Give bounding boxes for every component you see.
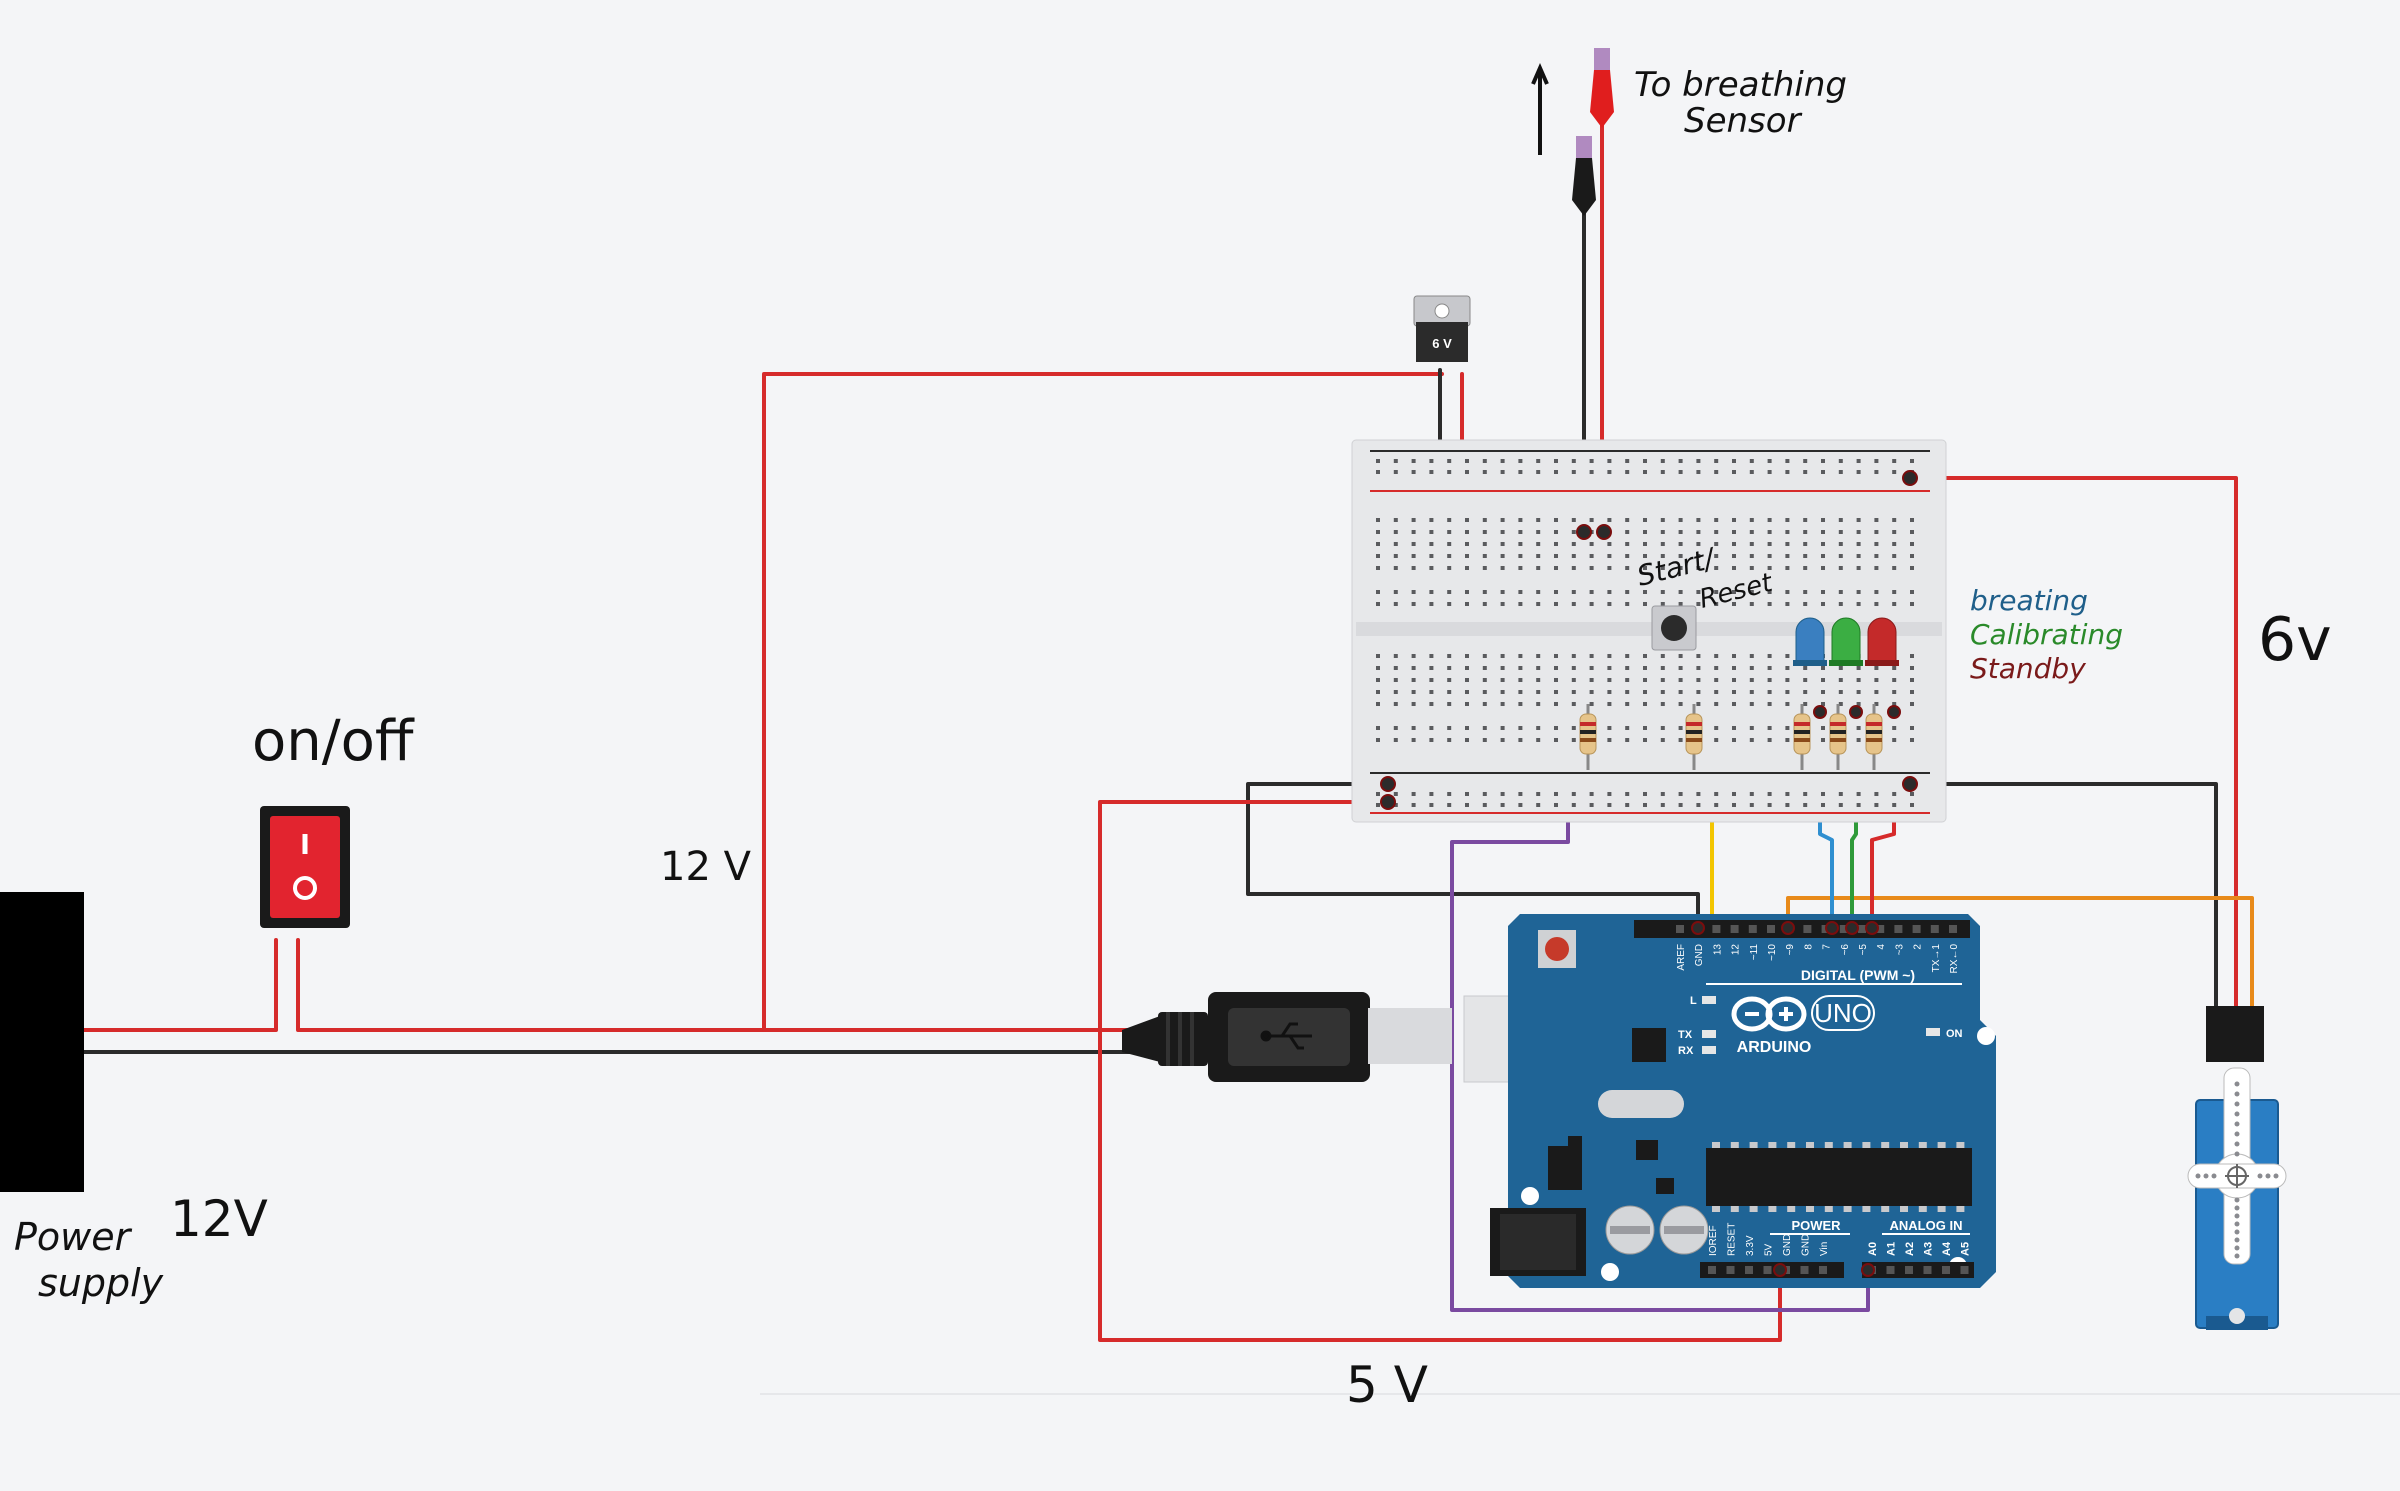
power-supply-label-line2: supply [38, 1261, 164, 1305]
power-pin-label: 3.3V [1745, 1235, 1756, 1256]
arduino-model: UNO [1814, 998, 1872, 1028]
led-on-label: ON [1946, 1028, 1963, 1040]
digital-pin-label: 8 [1803, 944, 1814, 950]
led-blue [1793, 617, 1827, 666]
led-rx-label: RX [1678, 1045, 1694, 1057]
digital-pin-label: RX←0 [1949, 944, 1960, 974]
digital-pin-label: 2 [1913, 944, 1924, 950]
breadboard [1351, 439, 1947, 823]
analog-pin-label: A4 [1941, 1241, 1953, 1256]
digital-pin-label: AREF [1676, 944, 1687, 971]
on-off-label: on/off [252, 709, 415, 774]
atmega-chip [1706, 1148, 1972, 1206]
twelve-v-wire-label: 12 V [660, 844, 752, 890]
analog-pin-label: A3 [1923, 1242, 1935, 1256]
crystal [1598, 1090, 1684, 1118]
digital-pin-label: 7 [1822, 944, 1833, 950]
wire-servo-signal [1786, 896, 2254, 1012]
resistors [1579, 704, 1883, 770]
arduino-logo [1731, 996, 1807, 1032]
power-pin-label: IOREF [1708, 1225, 1719, 1256]
sensor-clip-red [1590, 48, 1614, 128]
breadboard-connection-dots [1380, 470, 1918, 810]
analog-header [1862, 1262, 1974, 1278]
digital-pin-label: ~10 [1767, 944, 1778, 961]
servo-motor [2187, 1006, 2287, 1330]
servo-connector [2206, 1006, 2264, 1062]
wire-12v-red [80, 938, 1132, 1032]
led-l-label: L [1690, 995, 1697, 1007]
power-supply-value: 12V [170, 1190, 268, 1248]
power-header-label: POWER [1791, 1218, 1841, 1233]
power-pin-label: GND [1782, 1234, 1793, 1256]
analog-pin-label: A0 [1867, 1242, 1879, 1256]
digital-pin-label: ~6 [1840, 944, 1851, 956]
wire-gnd-servo [1908, 782, 2218, 1012]
digital-header [1634, 920, 1970, 938]
digital-pin-label: ~3 [1894, 944, 1905, 956]
power-pin-label: RESET [1727, 1223, 1738, 1256]
digital-pin-label: 12 [1731, 944, 1742, 956]
wire-12v-to-regulator [762, 372, 1444, 1032]
power-supply-block [0, 892, 84, 1192]
led-blue-label: breating [1970, 584, 2088, 617]
digital-pin-label: ~9 [1785, 944, 1796, 956]
start-reset-button[interactable] [1651, 605, 1697, 651]
arrow-up-icon [1531, 63, 1549, 155]
power-pin-label: GND [1801, 1234, 1812, 1256]
digital-header-label: DIGITAL (PWM ~) [1801, 967, 1915, 983]
usb-icon [1260, 1022, 1312, 1050]
regulator-label: 6 V [1432, 336, 1452, 351]
on-off-switch[interactable] [260, 806, 350, 928]
analog-pin-label: A1 [1886, 1242, 1898, 1256]
led-tx-label: TX [1678, 1029, 1693, 1041]
led-green [1829, 617, 1863, 666]
power-pin-label: 5V [1764, 1243, 1775, 1256]
led-red [1865, 617, 1899, 666]
arduino-uno-board: AREF GND 13 12 ~11 ~10 ~9 8 7 ~6 ~5 4 ~3 2 TX→1 RX←0 DI… [1490, 914, 1996, 1288]
sensor-clip-black [1572, 136, 1596, 216]
digital-pin-label: ~5 [1858, 944, 1869, 956]
digital-pin-label: 13 [1712, 944, 1723, 956]
led-red-label: Standby [1970, 652, 2086, 685]
voltage-regulator-6v: 6 V [1413, 295, 1471, 362]
analog-pin-label: A5 [1960, 1242, 1972, 1256]
six-v-label: 6v [2258, 605, 2332, 675]
five-v-label: 5 V [1346, 1356, 1428, 1414]
arduino-reset-button[interactable] [1538, 930, 1576, 968]
led-green-label: Calibrating [1970, 618, 2123, 651]
dc-barrel-plug [1122, 1012, 1208, 1066]
digital-pin-label: TX→1 [1931, 944, 1942, 973]
wire-arduino-gnd [1246, 782, 1700, 930]
analog-header-label: ANALOG IN [1890, 1218, 1963, 1233]
analog-pin-label: A2 [1904, 1242, 1916, 1256]
power-supply-label-line1: Power [14, 1215, 133, 1259]
crosshair-icon [2225, 1164, 2249, 1188]
digital-pin-label: ~11 [1749, 944, 1760, 961]
power-pin-label: Vin [1819, 1242, 1830, 1256]
wire-5v [1098, 800, 1782, 1342]
arduino-brand: ARDUINO [1737, 1039, 1812, 1056]
usb-cable-plug [1208, 992, 1452, 1082]
wire-6v-servo [1908, 476, 2238, 1012]
to-sensor-label-line2: Sensor [1684, 101, 1803, 141]
to-sensor-label-line1: To breathing [1634, 65, 1847, 105]
digital-pin-label: 4 [1876, 944, 1887, 950]
digital-pin-label: GND [1694, 944, 1705, 966]
